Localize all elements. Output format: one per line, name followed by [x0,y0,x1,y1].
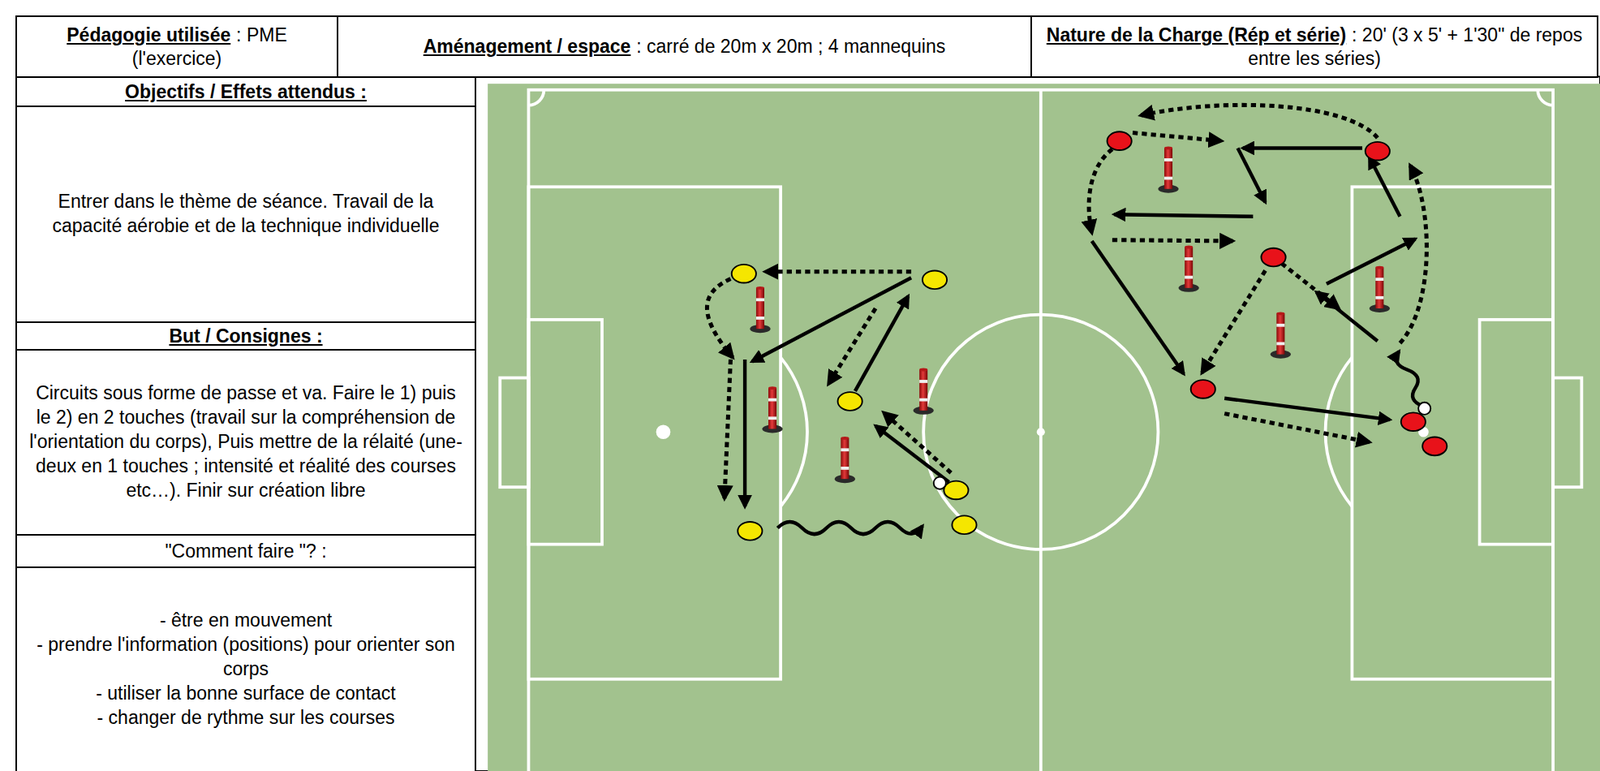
section-text: - prendre l'information (positions) pour… [28,632,464,682]
section-body: - être en mouvement- prendre l'informati… [17,567,475,771]
section-text: Entrer dans le thème de séance. Travail … [28,189,464,239]
section-heading: Objectifs / Effets attendus : [17,77,475,108]
field-label: Aménagement / espace [423,35,632,57]
section-body: Circuits sous forme de passe et va. Fair… [17,350,475,534]
field-value: : carré de 20m x 20m ; 4 mannequins [636,35,946,57]
section-heading: "Comment faire "? : [17,535,475,568]
header-cell: Pédagogie utilisée: PME (l'exercice) [15,15,339,78]
header-text: Aménagement / espace: carré de 20m x 20m… [423,34,947,59]
header-cell: Aménagement / espace: carré de 20m x 20m… [336,15,1033,78]
section-cell: "Comment faire "? :- être en mouvement- … [15,533,477,771]
section-heading: But / Consignes : [17,322,475,351]
section-text: Circuits sous forme de passe et va. Fair… [28,381,464,503]
header-text: Nature de la Charge (Rép et série): 20' … [1041,23,1588,71]
field-label: Nature de la Charge (Rép et série) [1046,24,1347,46]
section-cell: But / Consignes : Circuits sous forme de … [15,321,477,536]
header-text: Pédagogie utilisée: PME (l'exercice) [26,23,327,71]
section-text: - changer de rythme sur les courses [97,705,396,731]
field-label: Pédagogie utilisée [66,24,231,46]
section-text: - être en mouvement [159,608,332,633]
section-text: - utiliser la bonne surface de contact [95,681,396,706]
section-body: Entrer dans le thème de séance. Travail … [17,107,475,322]
header-cell: Nature de la Charge (Rép et série): 20' … [1030,15,1599,78]
section-cell: Objectifs / Effets attendus : Entrer dans… [15,76,477,323]
